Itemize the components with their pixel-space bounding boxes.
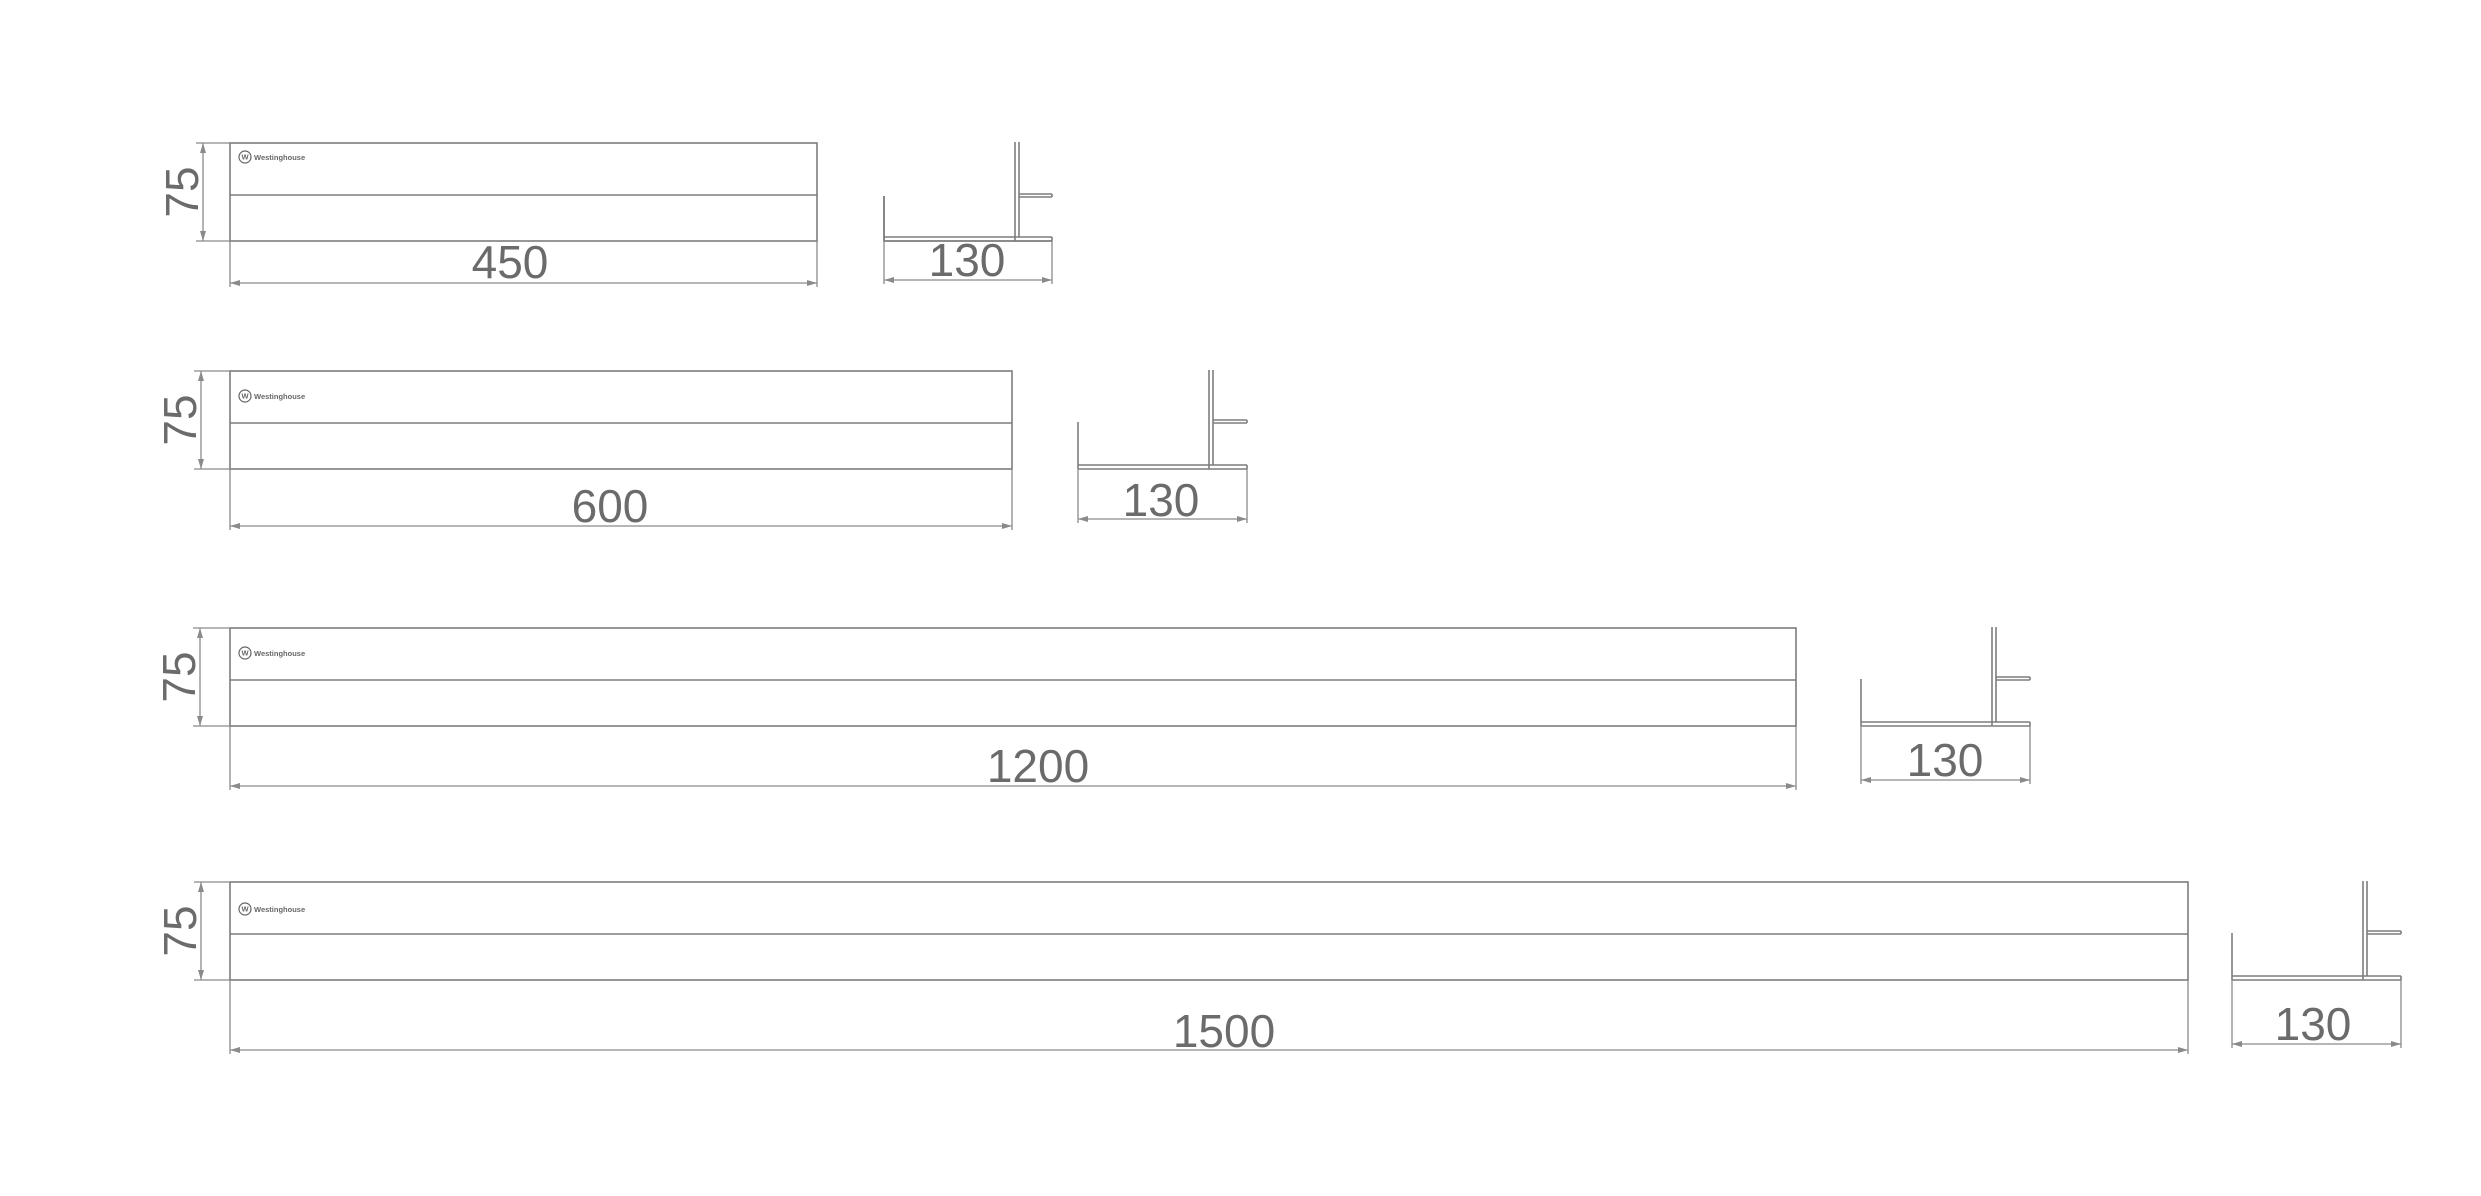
height-dimension: 75	[153, 627, 230, 727]
height-label: 75	[154, 394, 206, 445]
shelf-profile-view	[2231, 881, 2402, 981]
shelf-front-view	[229, 881, 2189, 981]
logo: W Westinghouse	[238, 389, 305, 403]
depth-label: 130	[2275, 998, 2352, 1050]
logo-text: Westinghouse	[254, 905, 305, 914]
height-dimension: 75	[154, 370, 230, 470]
depth-label: 130	[1123, 474, 1200, 526]
logo-text: Westinghouse	[254, 649, 305, 658]
westinghouse-logo-icon	[238, 902, 252, 916]
shelf-1200: W Westinghouse 75 1200	[153, 627, 2031, 792]
depth-dimension: 130	[1860, 726, 2031, 786]
westinghouse-logo-icon	[238, 646, 252, 660]
westinghouse-logo-icon	[238, 150, 252, 164]
height-dimension: 75	[154, 881, 230, 981]
shelf-front-view	[229, 370, 1013, 470]
length-dimension: 1200	[229, 726, 1797, 792]
logo: W Westinghouse	[238, 902, 305, 916]
height-dimension: 75	[156, 142, 230, 242]
height-label: 75	[153, 651, 205, 702]
shelf-profile-view	[883, 142, 1053, 242]
logo-w: W	[242, 392, 250, 401]
length-label: 1500	[1173, 1005, 1275, 1057]
shelf-front-view	[229, 142, 818, 242]
logo-w: W	[242, 153, 250, 162]
shelf-1500: W Westinghouse 75 1500	[154, 881, 2402, 1057]
length-dimension: 600	[229, 469, 1013, 532]
depth-dimension: 130	[1077, 469, 1248, 526]
logo-w: W	[242, 649, 250, 658]
logo: W Westinghouse	[238, 646, 305, 660]
depth-label: 130	[929, 234, 1006, 286]
shelf-profile-view	[1860, 627, 2031, 727]
logo-w: W	[242, 905, 250, 914]
shelf-profile-view	[1077, 370, 1248, 470]
length-label: 450	[472, 236, 549, 288]
length-label: 600	[572, 480, 649, 532]
length-dimension: 450	[229, 236, 818, 288]
westinghouse-logo-icon	[238, 389, 252, 403]
depth-label: 130	[1907, 734, 1984, 786]
logo: W Westinghouse	[238, 150, 305, 164]
height-label: 75	[156, 166, 208, 217]
height-label: 75	[154, 905, 206, 956]
length-label: 1200	[987, 740, 1089, 792]
logo-text: Westinghouse	[254, 153, 305, 162]
logo-text: Westinghouse	[254, 392, 305, 401]
depth-dimension: 130	[2231, 980, 2402, 1050]
depth-dimension: 130	[883, 234, 1053, 286]
shelf-600: W Westinghouse 75 600	[154, 370, 1248, 532]
length-dimension: 1500	[229, 980, 2189, 1057]
shelf-front-view	[229, 627, 1797, 727]
shelf-450: W Westinghouse 75 450	[156, 142, 1053, 288]
